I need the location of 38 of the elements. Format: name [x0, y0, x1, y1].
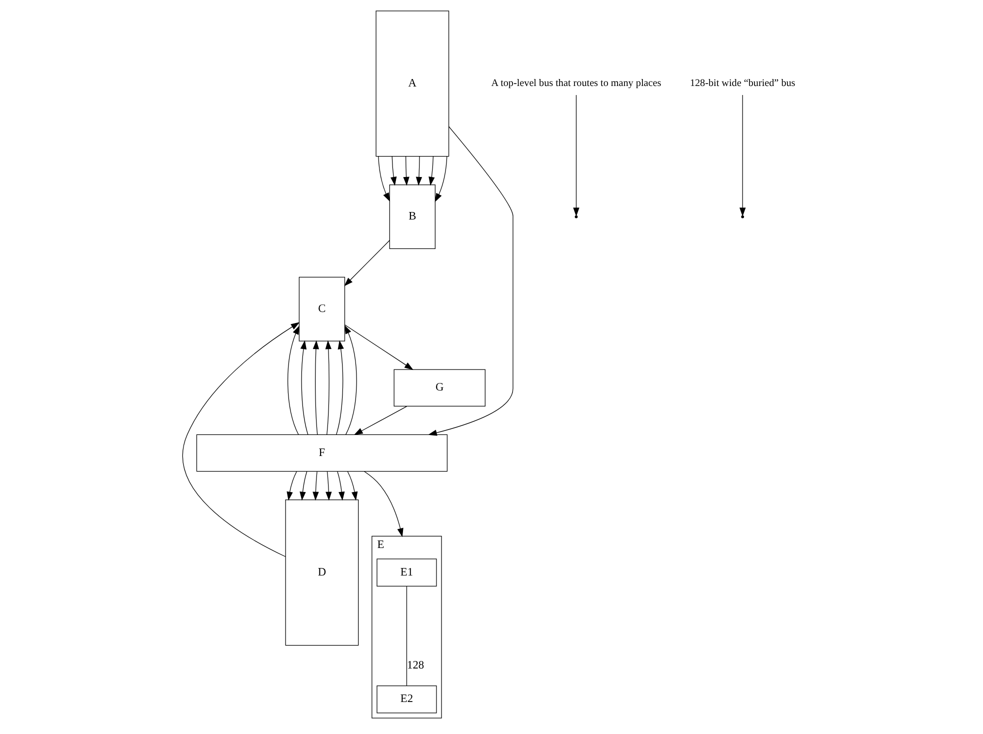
arrow	[312, 340, 320, 435]
arrow	[312, 471, 319, 501]
arrow	[326, 471, 332, 501]
arrow	[182, 322, 300, 557]
arrow	[378, 156, 390, 202]
arrow	[300, 471, 308, 501]
arrow	[337, 471, 345, 501]
arrow	[288, 326, 300, 435]
arrow	[434, 156, 448, 202]
arrow	[416, 156, 422, 186]
arrow	[300, 340, 308, 435]
arrow	[428, 156, 435, 186]
node-box: D	[285, 500, 359, 646]
arrow	[573, 94, 580, 217]
arrow	[347, 471, 358, 501]
node-box: B	[389, 184, 436, 250]
connector	[406, 586, 408, 686]
arrow	[325, 340, 332, 435]
node-box: A	[376, 10, 450, 157]
arrow	[344, 324, 414, 370]
arrow	[428, 126, 514, 436]
arrow	[403, 156, 410, 186]
node-text: 128-bit wide “buried” bus	[690, 78, 796, 90]
arrow	[286, 471, 297, 501]
arrow	[739, 94, 746, 217]
node-box: E1	[376, 558, 437, 586]
arrow	[344, 240, 390, 286]
arrow	[390, 156, 397, 186]
arrow	[336, 340, 344, 435]
node-box: E2	[376, 685, 437, 714]
node-box: G	[394, 369, 486, 407]
node-text: A top-level bus that routes to many places	[491, 78, 662, 90]
arrow	[354, 406, 408, 436]
node-box: C	[298, 276, 346, 342]
edge-label: 128	[407, 659, 424, 672]
node-box: F	[196, 434, 448, 472]
arrow	[344, 324, 357, 435]
arrow	[364, 471, 404, 538]
